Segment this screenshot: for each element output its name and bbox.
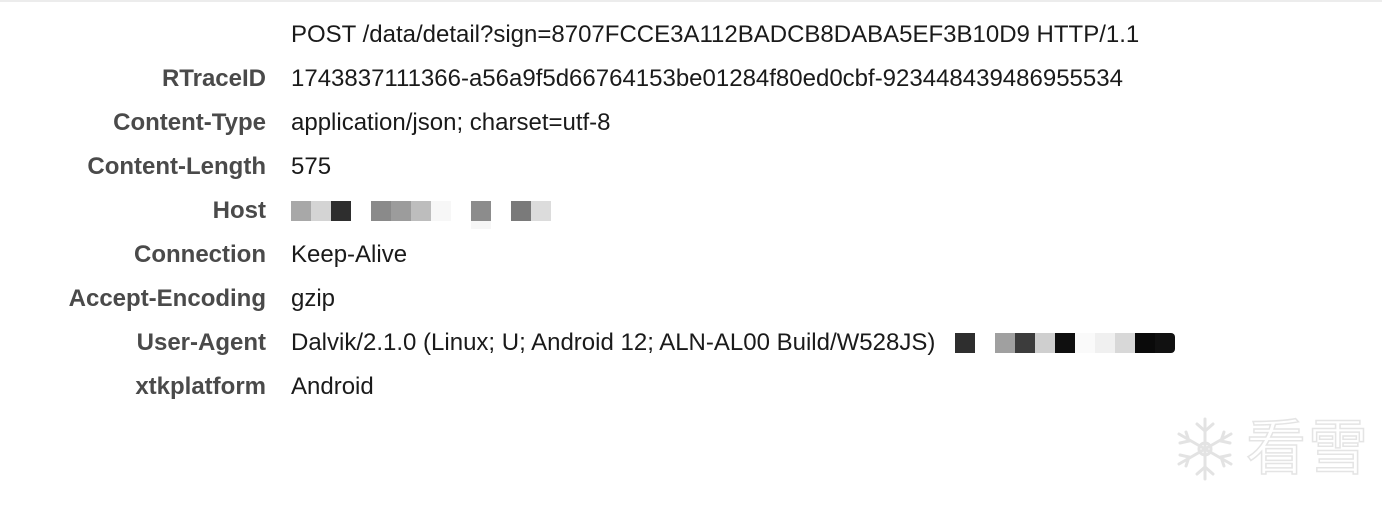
watermark-text: 看雪 — [1245, 413, 1370, 485]
header-value[interactable]: application/json; charset=utf-8 — [291, 109, 611, 136]
header-row-connection: Connection Keep-Alive — [0, 233, 1382, 277]
header-row-rtraceid: RTraceID 1743837111366-a56a9f5d66764153b… — [0, 57, 1382, 101]
mosaic-block — [431, 201, 451, 221]
snowflake-icon — [1177, 417, 1233, 481]
mosaic-block — [1035, 333, 1056, 353]
mosaic-block — [291, 201, 311, 221]
user-agent-redaction-mosaic — [955, 333, 1176, 353]
mosaic-block — [975, 333, 996, 353]
mosaic-block — [491, 201, 511, 221]
mosaic-block — [331, 201, 351, 221]
mosaic-block — [391, 201, 411, 221]
header-key: Content-Length — [87, 153, 266, 180]
header-row-content-length: Content-Length 575 — [0, 145, 1382, 189]
user-agent-text: Dalvik/2.1.0 (Linux; U; Android 12; ALN-… — [291, 329, 936, 356]
header-key: User-Agent — [136, 329, 266, 356]
watermark: 看雪 — [1170, 413, 1370, 485]
request-line-row: POST /data/detail?sign=8707FCCE3A112BADC… — [0, 13, 1382, 57]
mosaic-block — [531, 201, 551, 221]
header-row-content-type: Content-Type application/json; charset=u… — [0, 101, 1382, 145]
header-row-user-agent: User-Agent Dalvik/2.1.0 (Linux; U; Andro… — [0, 321, 1382, 365]
mosaic-block — [955, 333, 976, 353]
mosaic-block — [451, 201, 471, 221]
header-value[interactable]: gzip — [291, 285, 336, 312]
request-line[interactable]: POST /data/detail?sign=8707FCCE3A112BADC… — [291, 21, 1140, 48]
mosaic-block — [351, 201, 371, 221]
mosaic-block — [995, 333, 1016, 353]
header-row-xtkplatform: xtkplatform Android — [0, 365, 1382, 409]
header-key: Host — [212, 197, 266, 224]
mosaic-block — [371, 201, 391, 221]
mosaic-block — [1075, 333, 1096, 353]
mosaic-block — [1015, 333, 1036, 353]
header-value[interactable]: 1743837111366-a56a9f5d66764153be01284f80… — [291, 65, 1123, 92]
top-divider — [0, 0, 1382, 2]
mosaic-block — [1135, 333, 1156, 353]
mosaic-block — [1055, 333, 1076, 353]
header-value[interactable]: 575 — [291, 153, 332, 180]
header-row-accept-encoding: Accept-Encoding gzip — [0, 277, 1382, 321]
mosaic-block — [411, 201, 431, 221]
mosaic-block — [1155, 333, 1176, 353]
host-redaction-mosaic — [291, 201, 551, 229]
mosaic-tail — [471, 221, 491, 229]
header-key: RTraceID — [161, 65, 266, 92]
header-key: Accept-Encoding — [68, 285, 266, 312]
mosaic-block — [311, 201, 331, 221]
mosaic-block — [471, 201, 491, 221]
mosaic-block — [511, 201, 531, 221]
header-key: Content-Type — [113, 109, 266, 136]
header-row-host: Host — [0, 189, 1382, 233]
header-value-user-agent[interactable]: Dalvik/2.1.0 (Linux; U; Android 12; ALN-… — [291, 329, 1176, 357]
mosaic-block — [1115, 333, 1136, 353]
header-key: xtkplatform — [135, 373, 266, 400]
mosaic-block — [1095, 333, 1116, 353]
header-value[interactable]: Android — [291, 373, 374, 400]
header-value-host[interactable] — [291, 201, 551, 229]
header-value[interactable]: Keep-Alive — [291, 241, 408, 268]
header-key: Connection — [134, 241, 266, 268]
